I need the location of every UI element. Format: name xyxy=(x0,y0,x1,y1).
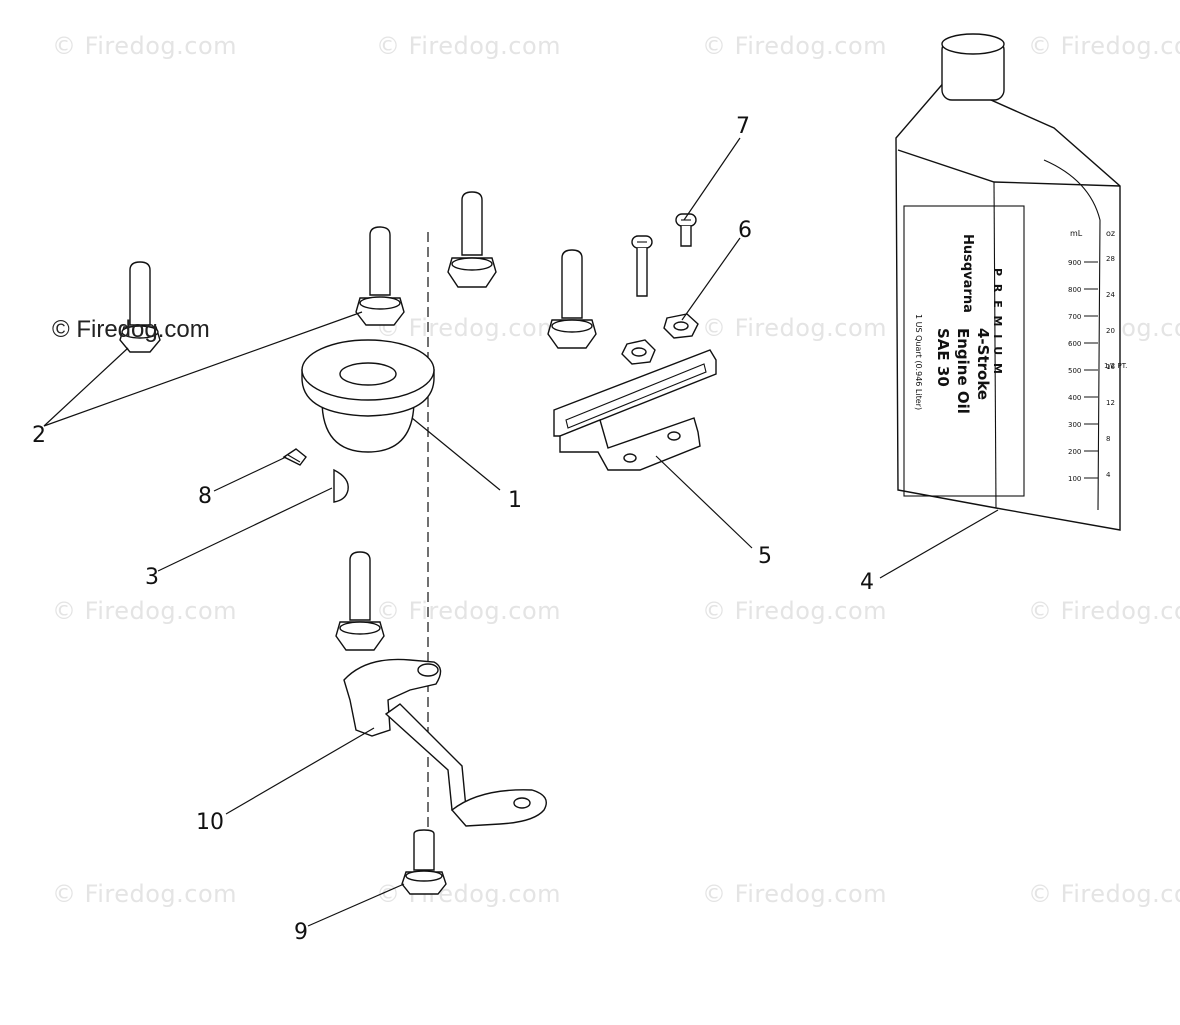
watermark-overlay: © Firedog.com xyxy=(52,316,210,343)
watermark: © Firedog.com xyxy=(376,32,561,60)
oil-line2: Engine Oil xyxy=(954,328,972,414)
callout-2: 2 xyxy=(32,423,46,448)
callout-8: 8 xyxy=(198,484,212,509)
scale-ml-mark: 300 xyxy=(1068,421,1081,429)
hex-nut-6 xyxy=(621,339,656,365)
scale-ml-header: mL xyxy=(1070,229,1083,238)
scale-oz-mark: 24 xyxy=(1106,291,1115,299)
scale-oz-mark: 4 xyxy=(1106,471,1111,479)
watermark: © Firedog.com xyxy=(52,597,237,625)
scale-ml-mark: 900 xyxy=(1068,259,1081,267)
watermark: © Firedog.com xyxy=(702,880,887,908)
callout-10: 10 xyxy=(196,810,224,835)
flange-bolt-middle xyxy=(355,226,405,326)
watermark: © Firedog.co xyxy=(1028,32,1180,60)
scale-oz-mark: 16 xyxy=(1106,363,1115,371)
watermark: © Firedog.com xyxy=(376,314,561,342)
oil-premium: P R E M I U M xyxy=(991,268,1004,376)
scale-pt-label: 1/2 PT. xyxy=(1104,362,1127,370)
scale-oz-header: oz xyxy=(1106,229,1115,238)
ml-scale: 900 800 700 600 500 400 300 200 100 xyxy=(1068,259,1098,483)
watermark: © Firedog.com xyxy=(702,314,887,342)
scale-ml-mark: 800 xyxy=(1068,286,1081,294)
oil-line3: SAE 30 xyxy=(934,328,952,387)
scale-ml-mark: 500 xyxy=(1068,367,1081,375)
oz-scale: 28 24 20 16 12 8 4 xyxy=(1106,255,1115,479)
leader-lines xyxy=(43,137,999,927)
scale-ml-mark: 200 xyxy=(1068,448,1081,456)
callout-3: 3 xyxy=(145,565,159,590)
woodruff-key xyxy=(333,468,349,503)
callout-4: 4 xyxy=(860,570,874,595)
watermark: © Firedog.com xyxy=(52,880,237,908)
watermark: © Firedog.co xyxy=(1028,597,1180,625)
scale-oz-mark: 20 xyxy=(1106,327,1115,335)
callout-7: 7 xyxy=(736,114,750,139)
oil-qty: 1 US Quart (0.946 Liter) xyxy=(914,314,923,410)
hex-nut-6 xyxy=(663,313,699,339)
flange-bolt-left xyxy=(119,261,161,353)
callout-6: 6 xyxy=(738,218,752,243)
hex-bolt-9 xyxy=(401,829,447,895)
oil-brand: Husqvarna xyxy=(960,234,975,313)
flange-bolt-right xyxy=(547,249,597,349)
scale-oz-mark: 12 xyxy=(1106,399,1115,407)
flange-bolt-top xyxy=(447,191,497,288)
watermark: © Firedog.com xyxy=(376,597,561,625)
callout-9: 9 xyxy=(294,920,308,945)
oil-bottle: Husqvarna P R E M I U M 4-Stroke Engine … xyxy=(895,33,1127,531)
scale-ml-mark: 100 xyxy=(1068,475,1081,483)
scale-oz-mark: 8 xyxy=(1106,435,1110,443)
screw-7 xyxy=(631,235,653,297)
bracket-5 xyxy=(553,349,717,471)
scale-ml-mark: 400 xyxy=(1068,394,1081,402)
grommet xyxy=(301,339,435,453)
scale-oz-mark: 28 xyxy=(1106,255,1115,263)
screw-7 xyxy=(675,213,697,247)
scale-ml-mark: 700 xyxy=(1068,313,1081,321)
clamp-bracket-10 xyxy=(343,658,547,827)
callout-5: 5 xyxy=(758,544,772,569)
watermark: © Firedog.com xyxy=(52,32,237,60)
flange-bolt-lower xyxy=(335,551,385,651)
scale-ml-mark: 600 xyxy=(1068,340,1081,348)
watermark: © Firedog.co xyxy=(1028,880,1180,908)
callout-1: 1 xyxy=(508,488,522,513)
watermark: © Firedog.com xyxy=(702,597,887,625)
oil-line1: 4-Stroke xyxy=(974,328,992,400)
set-screw xyxy=(282,448,307,466)
watermark: © Firedog.com xyxy=(702,32,887,60)
